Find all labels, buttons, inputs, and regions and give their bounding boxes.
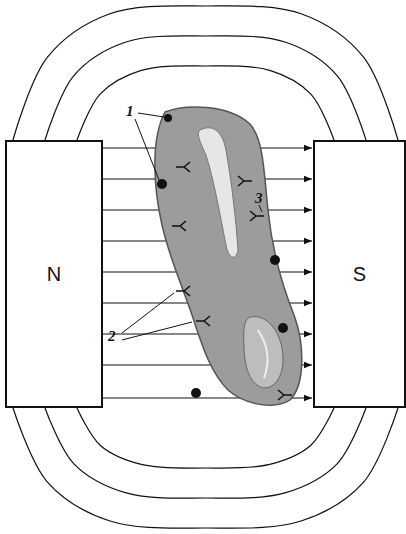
field-line [13, 408, 398, 528]
receptor-symbols [172, 162, 292, 400]
field-line [45, 408, 366, 498]
pole-letter: N [47, 263, 61, 286]
seed-embryo-line [258, 330, 267, 378]
magnet-pole: S [313, 140, 406, 408]
callout-number: 3 [253, 190, 265, 207]
magnet-pole: N [5, 140, 103, 408]
callout-number: 2 [106, 328, 118, 345]
pole-letter: S [353, 263, 366, 286]
seed-body [155, 107, 302, 405]
field-line [77, 408, 334, 468]
leader-lines [122, 113, 262, 340]
nanoparticle-dots [157, 114, 288, 398]
seed-embryo [244, 317, 283, 388]
callout-number: 1 [124, 103, 136, 120]
seed-inner-band [198, 128, 238, 257]
